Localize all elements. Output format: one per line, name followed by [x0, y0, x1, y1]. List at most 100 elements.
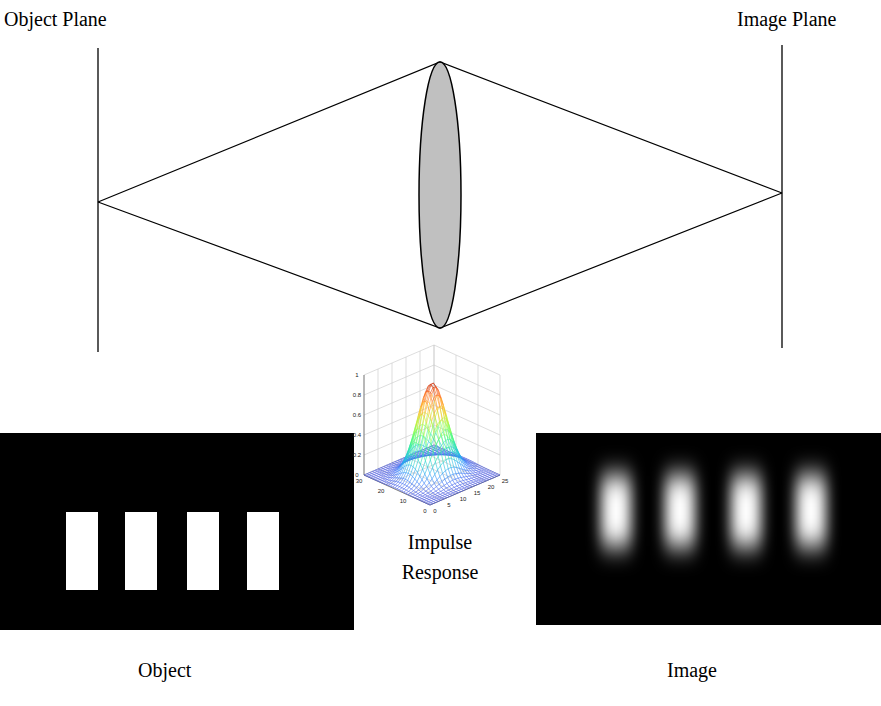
axis-tick-label: 10 — [460, 496, 467, 503]
mesh-line — [388, 468, 390, 470]
mesh-line — [394, 462, 397, 463]
mesh-line — [479, 477, 482, 478]
mesh-line — [408, 493, 411, 495]
mesh-line — [475, 466, 478, 468]
mesh-line — [457, 467, 459, 473]
lens — [419, 62, 461, 328]
mesh-line — [445, 495, 448, 496]
mesh-line — [379, 481, 381, 483]
mesh-line — [372, 471, 374, 473]
mesh-line — [450, 474, 453, 475]
mesh-line — [382, 480, 384, 482]
mesh-line — [449, 458, 452, 459]
mesh-line — [453, 474, 455, 479]
mesh-line — [423, 502, 425, 503]
axis-tick-label: 20 — [488, 484, 495, 491]
mesh-line — [412, 484, 414, 486]
mesh-line — [431, 442, 433, 452]
mesh-line — [456, 474, 458, 479]
mesh-line — [379, 474, 381, 476]
mesh-line — [480, 482, 483, 483]
mesh-line — [417, 482, 419, 485]
mesh-line — [383, 477, 386, 479]
mesh-line — [440, 462, 443, 466]
mesh-line — [408, 494, 410, 495]
mesh-line — [382, 470, 384, 472]
mesh-line — [392, 462, 395, 463]
mesh-line — [415, 460, 418, 469]
mesh-line — [436, 439, 439, 445]
mesh-line — [437, 408, 439, 422]
mesh-line — [455, 482, 458, 483]
mesh-line — [437, 494, 440, 495]
mesh-line — [377, 480, 380, 481]
mesh-line — [422, 480, 424, 483]
mesh-line — [433, 500, 436, 501]
mesh-line — [474, 476, 477, 478]
mesh-line — [474, 469, 476, 471]
mesh-line — [461, 490, 464, 491]
mesh-line — [373, 476, 376, 477]
mesh-line — [382, 470, 385, 471]
mesh-line — [395, 460, 398, 461]
mesh-line — [425, 474, 427, 479]
mesh-line — [428, 442, 431, 452]
mesh-line — [439, 487, 442, 489]
mesh-line — [411, 455, 414, 465]
mesh-line — [430, 495, 432, 496]
mesh-line — [378, 468, 381, 469]
mesh-line — [467, 477, 469, 479]
mesh-line — [437, 477, 440, 480]
mesh-line — [468, 462, 471, 463]
mesh-line — [381, 476, 384, 477]
mesh-line — [451, 492, 453, 493]
mesh-line — [433, 383, 435, 387]
mesh-line — [463, 483, 466, 484]
mesh-line — [444, 490, 446, 492]
object-bar — [66, 512, 98, 590]
mesh-line — [418, 449, 421, 460]
mesh-line — [470, 482, 473, 483]
mesh-line — [403, 484, 405, 485]
mesh-line — [441, 449, 444, 452]
mesh-line — [428, 390, 430, 393]
mesh-line — [443, 492, 446, 493]
mesh-line — [428, 384, 431, 390]
plot-grid-line — [434, 405, 500, 435]
mesh-line — [415, 419, 418, 432]
mesh-line — [471, 463, 473, 464]
mesh-line — [447, 447, 449, 458]
mesh-line — [452, 459, 454, 467]
mesh-line — [466, 460, 469, 461]
mesh-line — [481, 472, 484, 473]
mesh-line — [366, 475, 369, 476]
mesh-line — [453, 479, 456, 480]
mesh-line — [439, 498, 442, 499]
mesh-line — [446, 459, 449, 460]
mesh-line — [445, 477, 448, 479]
mesh-line — [472, 476, 474, 478]
mesh-line — [417, 498, 420, 499]
mesh-line — [427, 496, 429, 497]
mesh-line — [396, 478, 399, 482]
mesh-line — [421, 449, 423, 455]
plot-grid-line — [408, 465, 478, 495]
mesh-line — [393, 481, 396, 484]
mesh-line — [429, 452, 431, 454]
mesh-line — [417, 429, 420, 443]
mesh-line — [430, 460, 432, 468]
mesh-line — [453, 480, 455, 483]
mesh-line — [388, 483, 391, 485]
mesh-line — [372, 473, 374, 475]
mesh-line — [472, 478, 474, 480]
mesh-line — [435, 462, 437, 470]
mesh-line — [477, 468, 479, 469]
mesh-line — [460, 464, 462, 469]
mesh-line — [375, 471, 378, 472]
mesh-line — [460, 481, 462, 483]
mesh-line — [424, 404, 427, 417]
mesh-line — [409, 459, 412, 460]
mesh-line — [427, 495, 430, 496]
mesh-line — [461, 488, 464, 489]
mesh-line — [438, 500, 441, 501]
